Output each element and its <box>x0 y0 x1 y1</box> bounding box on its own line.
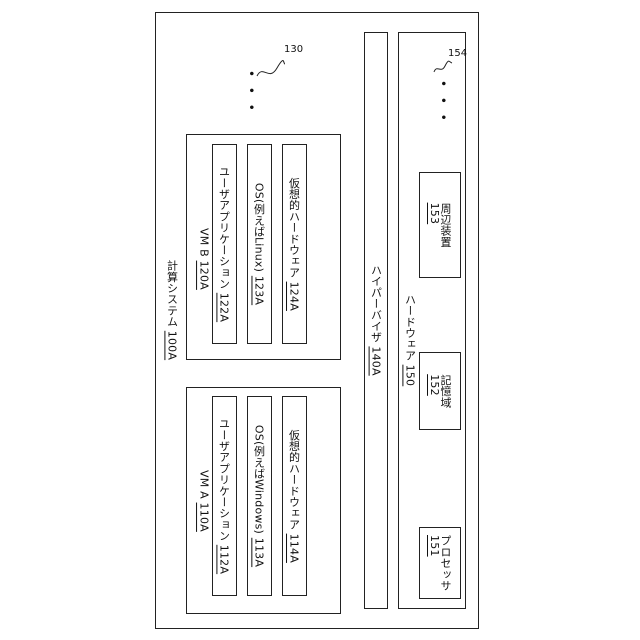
vm-a-virtual-hw-label: 仮想的ハードウェア 114A <box>289 429 300 563</box>
peripheral-label: 周辺装置153 <box>429 203 451 248</box>
vm-a-label: VM A 110A <box>199 470 210 532</box>
hw-more-leader-line <box>432 60 452 74</box>
hardware-label: ハードウェア 150 <box>405 294 416 387</box>
vm-a-os-label: OS(例えばWindows) 113A <box>254 425 265 567</box>
vm-a-user-app-label: ユーザアプリケーション 112A <box>219 418 230 574</box>
vms-more-leader-line <box>255 60 285 80</box>
processor-label: プロセッサ151 <box>429 535 451 591</box>
hw-more-ref: 154 <box>448 48 467 59</box>
computing-system-label: 計算システム 100A <box>167 260 178 360</box>
vm-b-virtual-hw-label: 仮想的ハードウェア 124A <box>289 177 300 311</box>
vm-b-os-label: OS(例えばLinux) 123A <box>254 183 265 305</box>
vm-b-label: VM B 120A <box>199 228 210 290</box>
vms-more-ref: 130 <box>284 44 303 55</box>
memory-label: 記憶域152 <box>429 374 451 408</box>
hypervisor-label: ハイパーバイザ 140A <box>371 264 382 375</box>
vm-b-user-app-label: ユーザアプリケーション 122A <box>219 166 230 322</box>
hw-more-ellipsis: • • • <box>437 80 449 124</box>
